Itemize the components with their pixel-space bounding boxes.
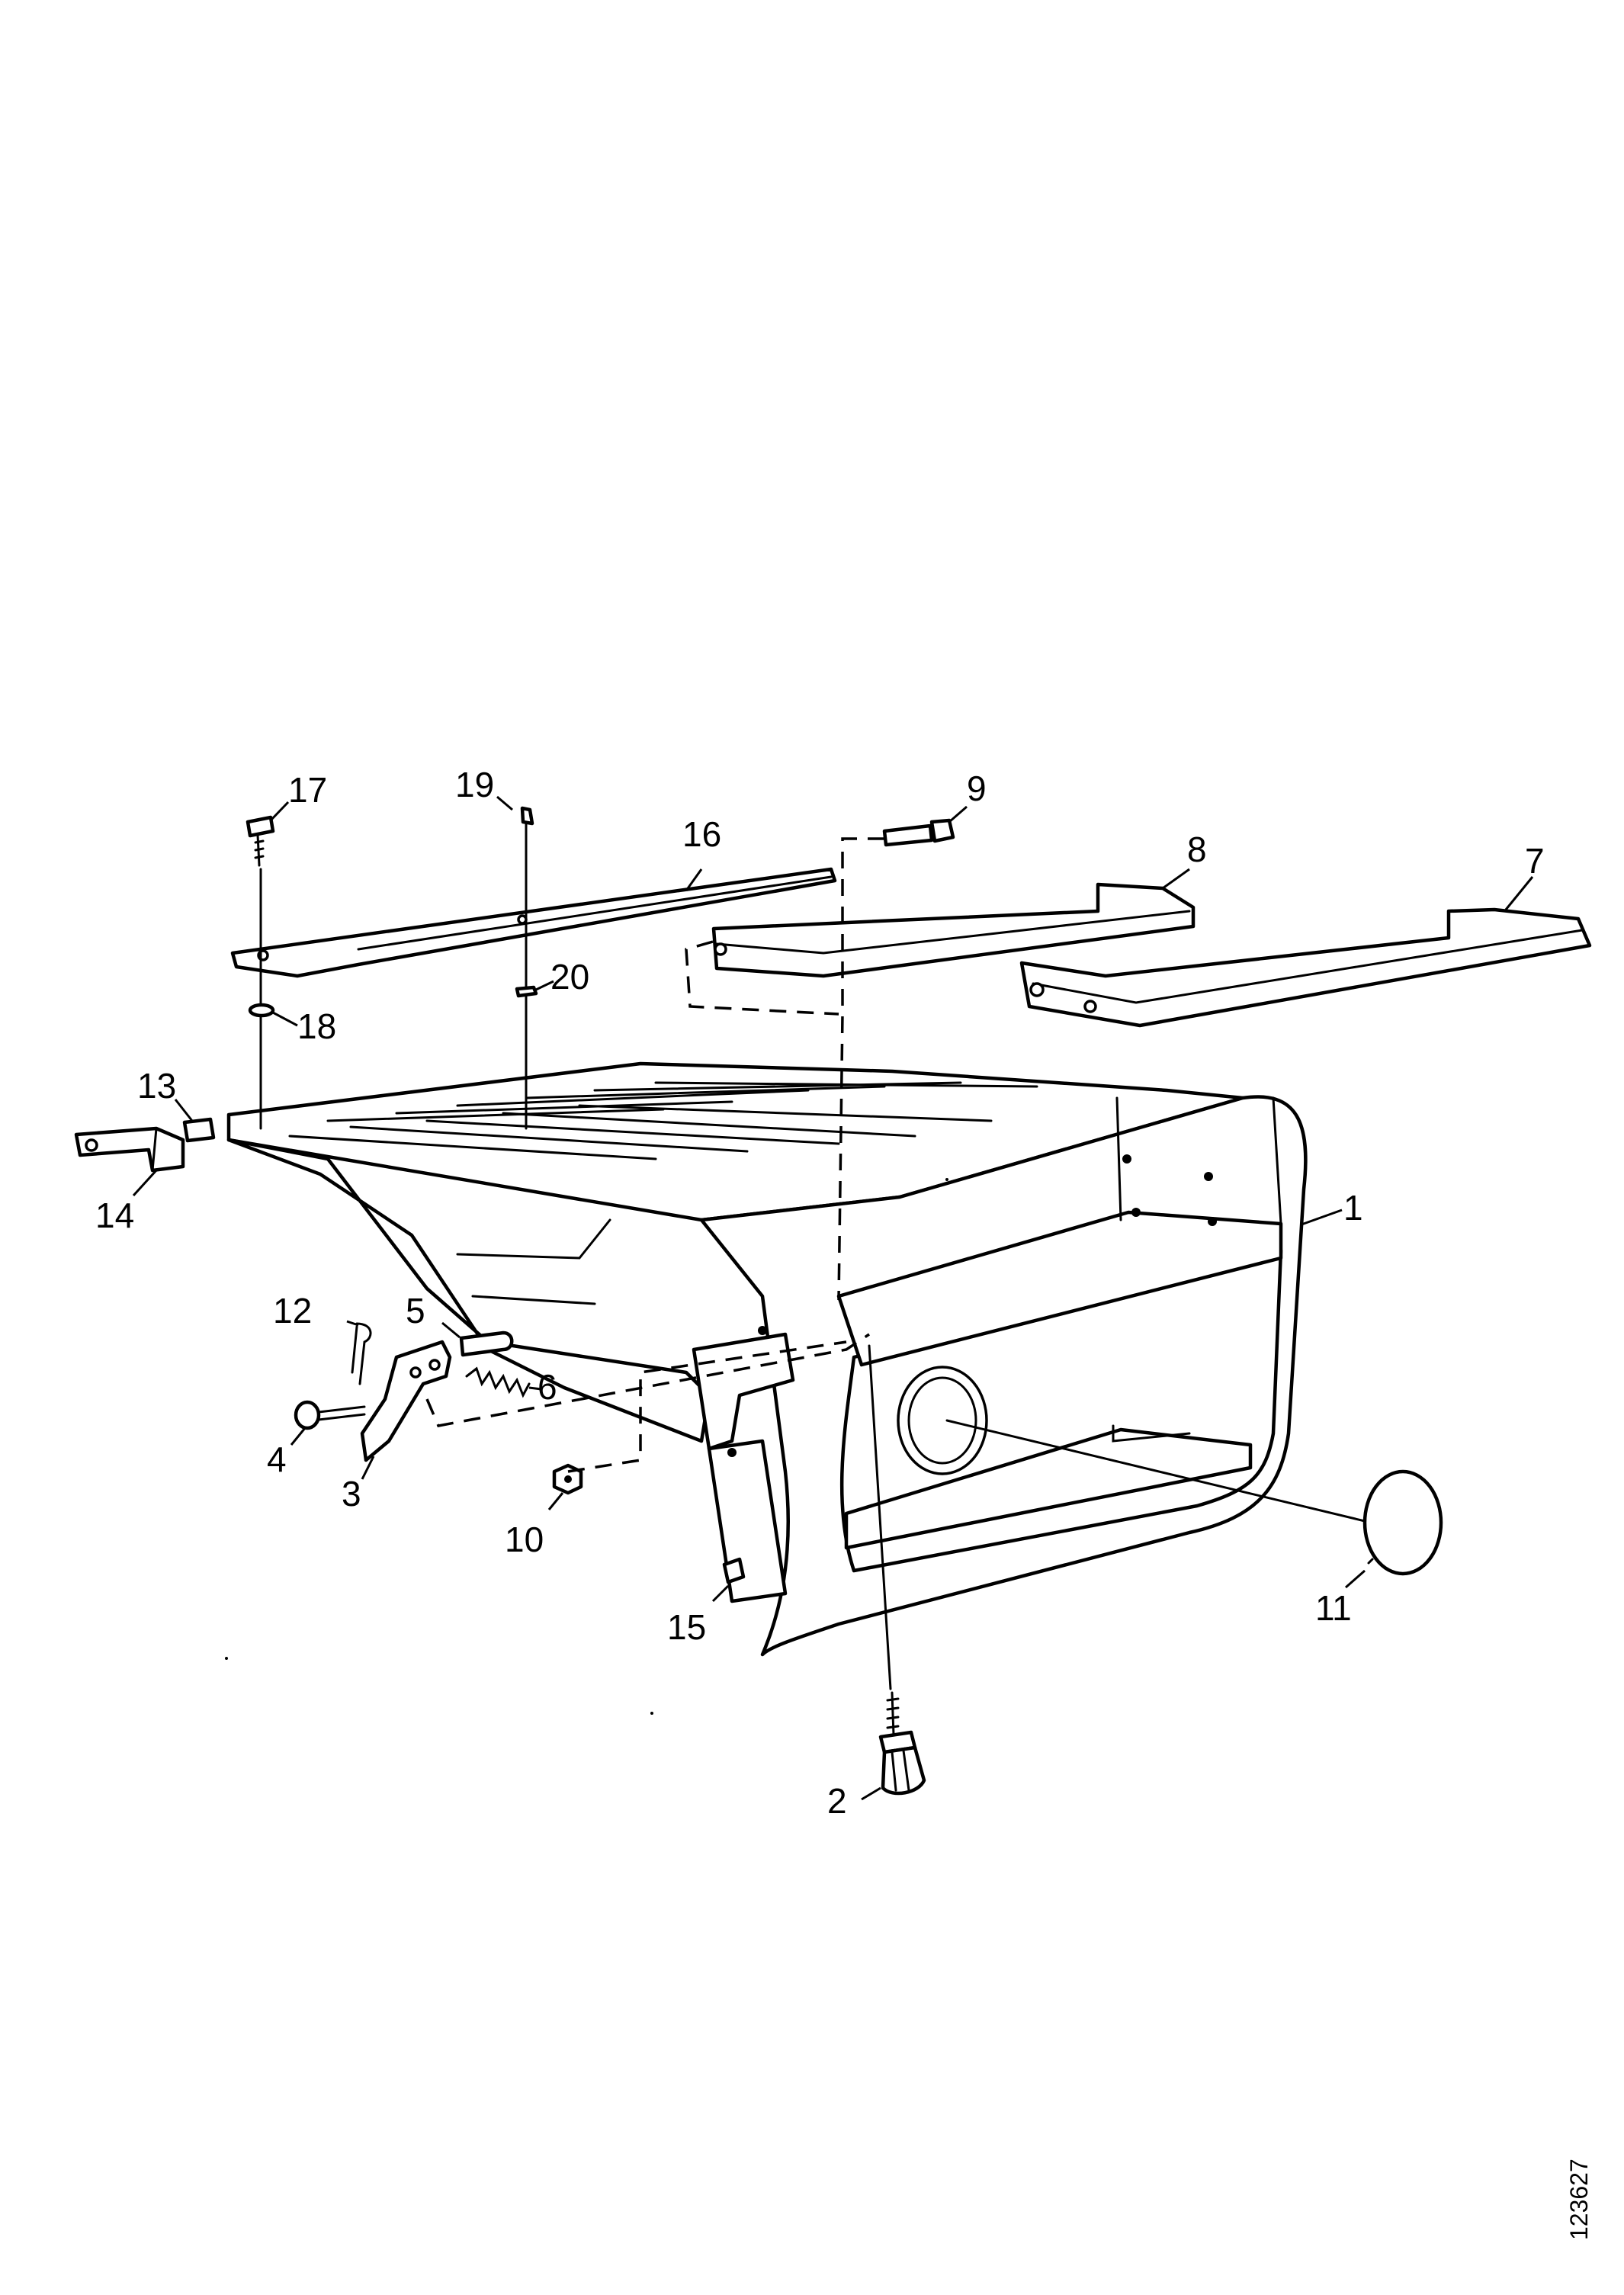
callout-2: 2 <box>827 1781 847 1821</box>
callout-17: 17 <box>288 770 327 810</box>
part-17-screw <box>246 801 290 1130</box>
part-11-cap <box>945 1419 1443 1589</box>
drawing-number: 123627 <box>1565 2159 1593 2240</box>
callout-13: 13 <box>137 1066 176 1106</box>
part-16-strip <box>230 867 837 978</box>
callout-20: 20 <box>550 957 589 997</box>
callout-11: 11 <box>1315 1588 1352 1628</box>
callout-19: 19 <box>455 765 494 804</box>
callout-3: 3 <box>342 1474 361 1513</box>
part-15-stud <box>711 1557 746 1603</box>
part-4-pin <box>290 1400 366 1446</box>
callout-9: 9 <box>967 769 987 808</box>
callout-16: 16 <box>682 814 721 854</box>
callout-1: 1 <box>1343 1188 1363 1228</box>
callout-7: 7 <box>1525 841 1545 881</box>
part-20-clip <box>515 980 554 998</box>
callout-8: 8 <box>1187 830 1207 869</box>
callout-6: 6 <box>538 1367 557 1407</box>
part-13-bushing <box>174 1099 216 1143</box>
callout-10: 10 <box>505 1520 544 1559</box>
part-7-rail <box>1019 876 1592 1028</box>
callout-12: 12 <box>273 1291 312 1330</box>
part-12-cotter-pin <box>346 1320 372 1385</box>
part-10-nut <box>547 1463 583 1510</box>
callout-14: 14 <box>95 1196 134 1235</box>
part-18-washer <box>248 1003 298 1027</box>
callout-18: 18 <box>297 1006 336 1046</box>
part-1-housing <box>226 1061 1343 1657</box>
part-8-rail <box>711 868 1196 978</box>
part-9-bolt <box>882 805 968 847</box>
part-6-spring <box>465 1366 542 1398</box>
callout-labels: 1 2 3 4 5 6 7 8 9 10 11 12 13 14 15 16 1… <box>95 765 1545 1821</box>
part-3-hinge <box>360 1340 452 1480</box>
assembly-lines <box>425 837 884 1473</box>
part-5-spacer <box>441 1321 514 1357</box>
callout-4: 4 <box>267 1440 287 1479</box>
part-2-knob <box>861 1344 926 1801</box>
callout-5: 5 <box>406 1291 425 1330</box>
callout-15: 15 <box>667 1607 706 1647</box>
part-14-bracket <box>74 1126 185 1197</box>
